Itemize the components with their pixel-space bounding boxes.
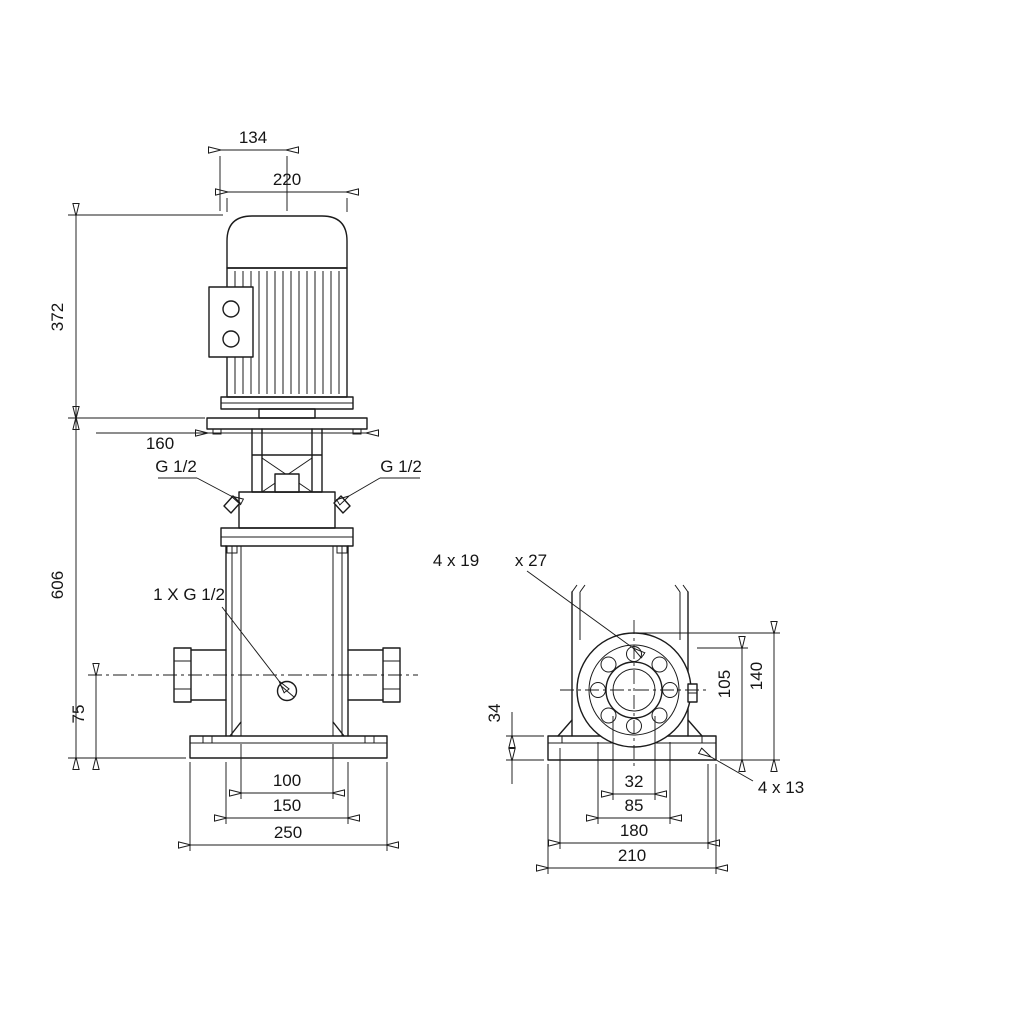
dim-250-label: 250 bbox=[274, 823, 302, 842]
dim-372-label: 372 bbox=[48, 303, 67, 331]
gauge-port-left-label: G 1/2 bbox=[155, 457, 197, 476]
leader-flange-holes bbox=[526, 570, 646, 659]
front-view-pump-body bbox=[88, 215, 418, 759]
flange-holes-label: 4 x 19 bbox=[433, 551, 479, 570]
dim-75-label: 75 bbox=[69, 705, 88, 724]
drain-port-label: 1 X G 1/2 bbox=[153, 585, 225, 604]
dim-134-label: 134 bbox=[239, 128, 267, 147]
dim-85-label: 85 bbox=[625, 796, 644, 815]
dim-160-label: 160 bbox=[146, 434, 174, 453]
motor-cap bbox=[226, 215, 348, 269]
cable-entry-bottom bbox=[222, 330, 240, 348]
flange-bolt-hole bbox=[600, 656, 617, 673]
dim-34-label: 34 bbox=[485, 704, 504, 723]
flange-necks bbox=[190, 649, 384, 701]
leader-gauge-right bbox=[335, 477, 381, 506]
leader-base-holes bbox=[697, 747, 754, 782]
leader-gauge-left bbox=[196, 477, 245, 506]
break-lines bbox=[571, 584, 689, 593]
dim-180-label: 180 bbox=[620, 821, 648, 840]
dim-220-label: 220 bbox=[273, 170, 301, 189]
dim-606-label: 606 bbox=[48, 571, 67, 599]
side-body bbox=[571, 591, 689, 737]
base-plate-front bbox=[189, 735, 388, 759]
coupling-block bbox=[274, 473, 300, 493]
dim-100-label: 100 bbox=[273, 771, 301, 790]
dim-150-label: 150 bbox=[273, 796, 301, 815]
leader-drain bbox=[221, 606, 290, 694]
flange-holes-depth-label: x 27 bbox=[515, 551, 547, 570]
flange-bolt-hole bbox=[600, 707, 617, 724]
dim-210-label: 210 bbox=[618, 846, 646, 865]
side-view-pump-body bbox=[547, 584, 717, 770]
flange-bolt-hole bbox=[651, 656, 668, 673]
tie-rods bbox=[231, 546, 343, 736]
base-holes-label: 4 x 13 bbox=[758, 778, 804, 797]
side-view-dimensions: 4 x 19 x 27 34 105 140 32 85 180 210 4 x… bbox=[433, 551, 804, 874]
gauge-plug-right bbox=[333, 495, 351, 514]
motor-neck bbox=[258, 408, 316, 419]
chamber-stack bbox=[225, 545, 349, 737]
gauge-port-right-label: G 1/2 bbox=[380, 457, 422, 476]
cable-entry-top bbox=[222, 300, 240, 318]
motor-stool-plate bbox=[206, 417, 368, 430]
dim-32-label: 32 bbox=[625, 772, 644, 791]
dim-105-label: 105 bbox=[715, 670, 734, 698]
coupling-guard bbox=[251, 428, 323, 493]
gauge-plug-left bbox=[223, 495, 241, 514]
flange-bolt-hole bbox=[651, 707, 668, 724]
dim-140-label: 140 bbox=[747, 662, 766, 690]
front-view-dimensions: 134 220 372 160 606 75 100 150 250 G 1/2… bbox=[48, 128, 422, 851]
pump-head bbox=[238, 491, 336, 529]
